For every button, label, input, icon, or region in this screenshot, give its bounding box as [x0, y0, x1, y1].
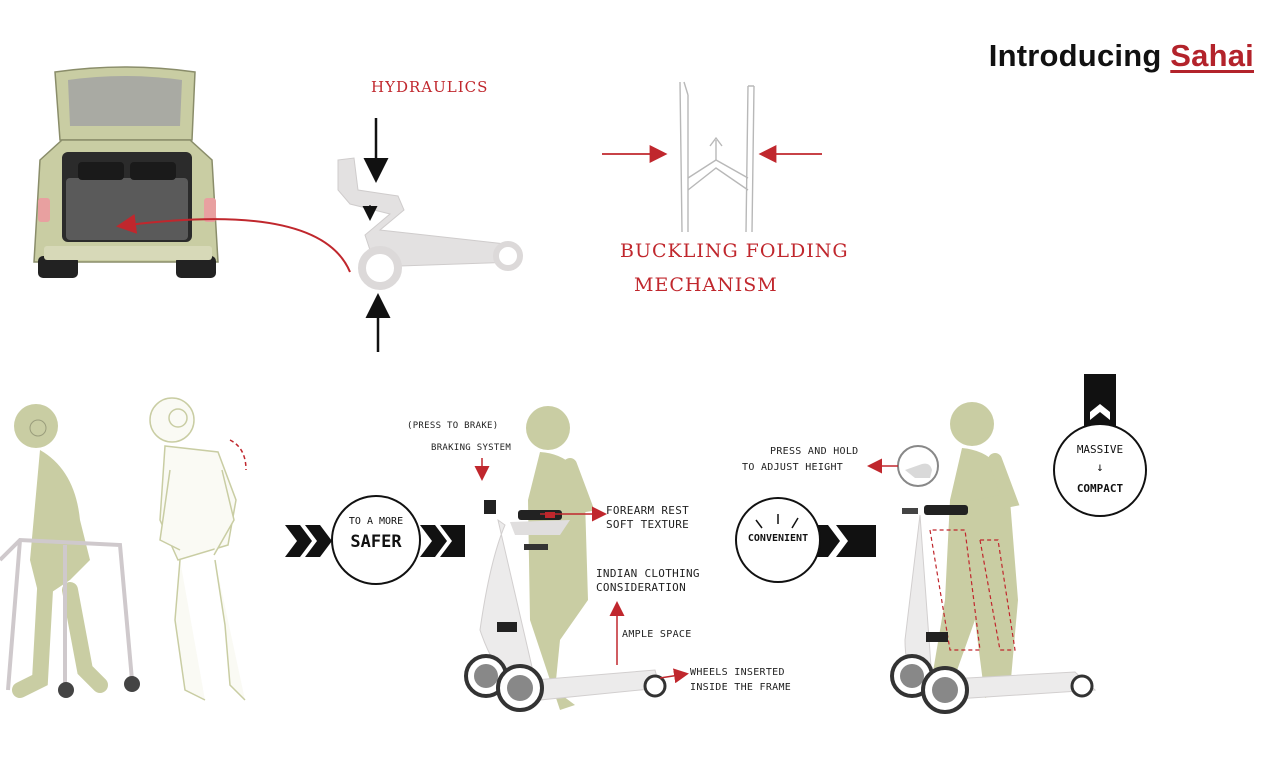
safer-small-text: TO A MORE: [348, 516, 404, 527]
arrow-text: ↓: [1096, 460, 1104, 474]
adjust-height-label: TO ADJUST HEIGHT: [742, 462, 844, 473]
title-brand: Sahai: [1170, 38, 1254, 73]
load-arrow: [116, 214, 351, 273]
inside-frame-label: INSIDE THE FRAME: [690, 682, 792, 693]
sahai-walker-right: [890, 402, 1097, 714]
wheels-inserted-label: WHEELS INSERTED: [690, 667, 785, 678]
massive-text: MASSIVE: [1076, 443, 1124, 456]
convenient-badge: [735, 497, 876, 583]
sahai-walker-center: [464, 406, 667, 712]
compact-text: COMPACT: [1076, 482, 1124, 495]
forearm-rest-label: FOREARM REST: [606, 504, 690, 517]
elderly-figure-with-frame: [0, 404, 140, 698]
safer-badge: [285, 495, 465, 585]
page-title: Introducing Sahai: [989, 38, 1254, 74]
car-illustration: [33, 66, 219, 278]
buckling-label-line1: BUCKLING FOLDING: [620, 240, 849, 262]
soft-texture-label: SOFT TEXTURE: [606, 518, 690, 531]
press-to-brake-label: (PRESS TO BRAKE): [407, 421, 499, 431]
buckling-label-line2: MECHANISM: [634, 274, 778, 296]
folded-walker-illustration: [337, 157, 523, 290]
compact-badge: [1053, 374, 1147, 517]
hydraulics-label: HYDRAULICS: [371, 78, 489, 96]
posture-mark: [229, 439, 247, 471]
indian-clothing-label: INDIAN CLOTHING: [596, 567, 700, 580]
safer-big-text: SAFER: [350, 532, 402, 552]
wheel-arrow: [659, 668, 689, 684]
buckling-diagram: [679, 81, 755, 233]
title-prefix: Introducing: [988, 38, 1171, 73]
press-hold-label: PRESS AND HOLD: [770, 446, 859, 457]
ample-space-label: AMPLE SPACE: [622, 629, 692, 640]
outline-figure: [149, 397, 246, 701]
braking-system-label: BRAKING SYSTEM: [431, 443, 512, 453]
convenient-text: CONVENIENT: [747, 533, 809, 544]
consideration-label: CONSIDERATION: [596, 581, 686, 594]
